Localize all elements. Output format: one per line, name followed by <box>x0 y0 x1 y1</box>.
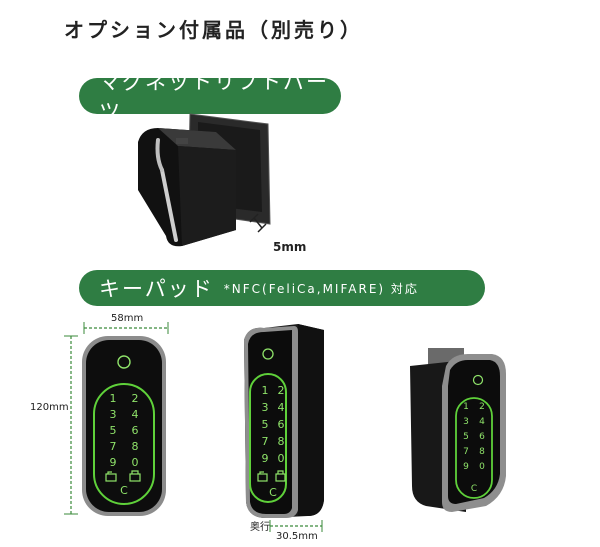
side-key-6: 6 <box>479 432 485 442</box>
key-5: 5 <box>109 424 117 437</box>
key-3: 3 <box>109 408 117 421</box>
keypad-section-header: キーパッド *NFC(FeliCa,MIFARE) 対応 <box>79 270 485 306</box>
angled-key-4: 4 <box>277 401 285 414</box>
keypad-angled-image <box>244 324 324 518</box>
angled-key-2: 2 <box>277 384 285 397</box>
keypad-depth-label: 30.5mm <box>276 531 318 542</box>
keypad-width-label: 58mm <box>111 313 144 324</box>
angled-key-9: 9 <box>261 452 269 465</box>
keypad-angled-lock-icons <box>257 470 286 482</box>
page-title: オプション付属品（別売り） <box>64 18 363 42</box>
key-4: 4 <box>131 408 139 421</box>
keypad-nfc-note: *NFC(FeliCa,MIFARE) 対応 <box>223 281 419 296</box>
magnet-lift-part-image <box>138 113 271 247</box>
key-6: 6 <box>131 424 139 437</box>
keypad-section-label: キーパッド <box>99 277 214 301</box>
side-key-c: C <box>470 484 478 494</box>
side-key-4: 4 <box>479 417 485 427</box>
keypad-depth-line <box>269 520 323 532</box>
angled-key-8: 8 <box>277 435 285 448</box>
key-c: C <box>120 484 128 497</box>
keypad-depth-caption: 奥行 <box>250 522 270 533</box>
key-0: 0 <box>131 456 139 469</box>
keypad-height-label: 120mm <box>30 402 69 413</box>
magnet-section-header: マグネットリフトパーツ <box>79 70 341 124</box>
keypad-front-image <box>82 336 166 516</box>
keypad-width-line <box>83 322 169 334</box>
angled-key-5: 5 <box>261 418 269 431</box>
magnet-section-label: マグネットリフトパーツ <box>99 70 329 124</box>
keypad-height-line <box>64 335 78 515</box>
key-7: 7 <box>109 440 117 453</box>
key-1: 1 <box>109 392 117 405</box>
angled-key-7: 7 <box>261 435 269 448</box>
side-key-9: 9 <box>463 462 469 472</box>
side-key-5: 5 <box>463 432 469 442</box>
angled-key-c: C <box>269 486 277 499</box>
side-key-1: 1 <box>463 402 469 412</box>
angled-key-3: 3 <box>261 401 269 414</box>
angled-key-0: 0 <box>277 452 285 465</box>
side-key-8: 8 <box>479 447 485 457</box>
key-8: 8 <box>131 440 139 453</box>
side-key-0: 0 <box>479 462 485 472</box>
key-9: 9 <box>109 456 117 469</box>
side-key-7: 7 <box>463 447 469 457</box>
keypad-side-image <box>410 348 506 512</box>
thickness-marker <box>249 213 267 233</box>
keypad-front-lock-icons <box>105 470 141 482</box>
key-2: 2 <box>131 392 139 405</box>
angled-key-6: 6 <box>277 418 285 431</box>
side-key-2: 2 <box>479 402 485 412</box>
side-key-3: 3 <box>463 417 469 427</box>
angled-key-1: 1 <box>261 384 269 397</box>
magnet-thickness-label: 5mm <box>273 240 307 254</box>
